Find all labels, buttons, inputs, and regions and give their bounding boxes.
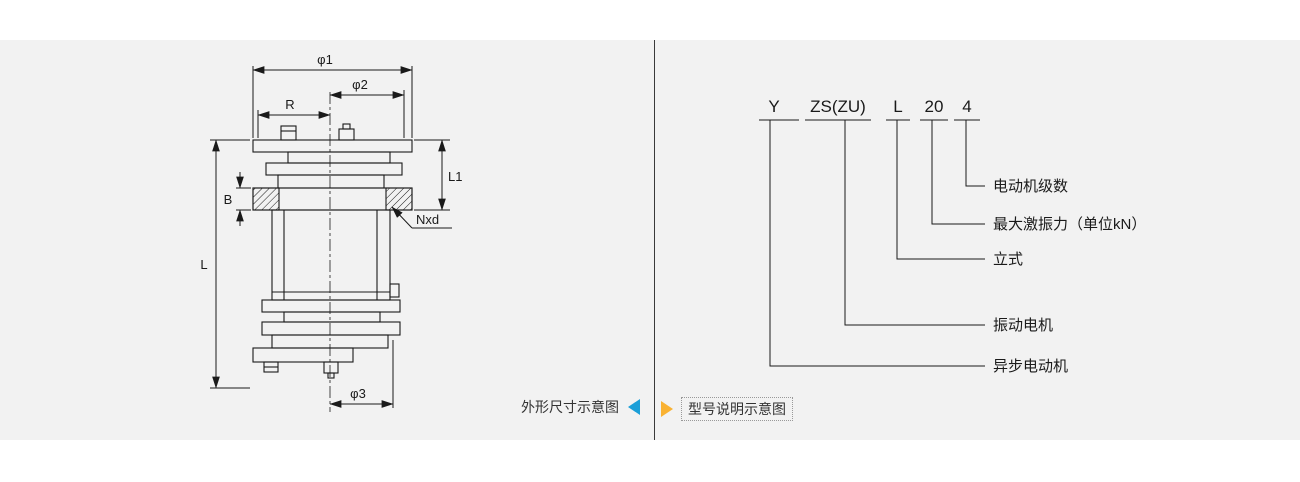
next-arrow-icon[interactable] — [661, 401, 673, 417]
left-caption-label: 外形尺寸示意图 — [521, 399, 619, 415]
top-plate-1 — [252, 139, 413, 153]
panel-divider — [654, 40, 655, 440]
connector-y — [769, 120, 985, 367]
dim-b — [236, 172, 251, 226]
top-bolt-left — [280, 125, 297, 141]
top-bolt-center — [338, 123, 355, 141]
dim-r — [257, 110, 331, 138]
label-exciting-force: 最大激振力（单位kN） — [993, 216, 1146, 233]
label-vertical-type: 立式 — [993, 251, 1023, 268]
model-part-l: L — [893, 97, 902, 116]
label-async-motor: 异步电动机 — [993, 358, 1068, 375]
dim-label-l1: L1 — [448, 169, 462, 184]
connector-zs — [844, 120, 985, 326]
dim-phi1 — [252, 66, 413, 138]
top-plate-2 — [287, 151, 391, 164]
bottom-plate-1 — [283, 311, 381, 323]
top-plate-3 — [265, 162, 403, 176]
dim-label-b: B — [224, 192, 233, 207]
dimension-drawing: φ1 φ2 R L1 L B Nxd φ3 — [200, 52, 462, 412]
label-pole-count: 电动机级数 — [993, 178, 1068, 195]
dim-l — [210, 139, 250, 389]
bottom-bracket — [252, 347, 354, 373]
dim-l1 — [414, 139, 450, 211]
model-code: Y ZS(ZU) L 20 4 — [768, 97, 971, 116]
model-part-4: 4 — [962, 97, 971, 116]
right-caption-label[interactable]: 型号说明示意图 — [681, 397, 793, 421]
dim-label-phi2: φ2 — [352, 77, 368, 92]
prev-arrow-icon[interactable] — [628, 399, 640, 415]
model-part-20: 20 — [925, 97, 944, 116]
model-part-zs: ZS(ZU) — [810, 97, 866, 116]
dimension-labels: φ1 φ2 R L1 L B Nxd φ3 — [200, 52, 462, 401]
motor-body — [271, 209, 400, 301]
dimension-lines — [210, 66, 452, 408]
dim-phi3 — [329, 340, 394, 408]
dim-phi2 — [329, 90, 405, 138]
model-part-y: Y — [768, 97, 779, 116]
model-connectors — [759, 119, 985, 367]
connector-l — [896, 120, 985, 260]
model-labels: 电动机级数 最大激振力（单位kN） 立式 振动电机 异步电动机 — [993, 178, 1146, 375]
bottom-bolt-center — [323, 361, 339, 379]
label-vibration-motor: 振动电机 — [993, 317, 1053, 334]
vibration-motor-outline — [252, 92, 413, 412]
connector-20 — [931, 120, 985, 225]
model-code-diagram: Y ZS(ZU) L 20 4 电动机级数 最大激振力（单位kN） 立式 振动电… — [759, 97, 1146, 375]
mounting-flange — [252, 187, 413, 211]
dim-label-nxd: Nxd — [416, 212, 439, 227]
leader-nxd — [391, 206, 452, 229]
dim-label-phi3: φ3 — [350, 386, 366, 401]
dim-label-phi1: φ1 — [317, 52, 333, 67]
bottom-flange — [261, 299, 401, 313]
dim-label-l: L — [200, 257, 207, 272]
bottom-plate-2 — [261, 321, 401, 336]
dim-label-r: R — [285, 97, 294, 112]
top-plate-4 — [277, 174, 385, 189]
caption-right: 型号说明示意图 — [661, 397, 793, 421]
caption-left: 外形尺寸示意图 — [0, 397, 648, 417]
connector-4 — [965, 120, 985, 187]
